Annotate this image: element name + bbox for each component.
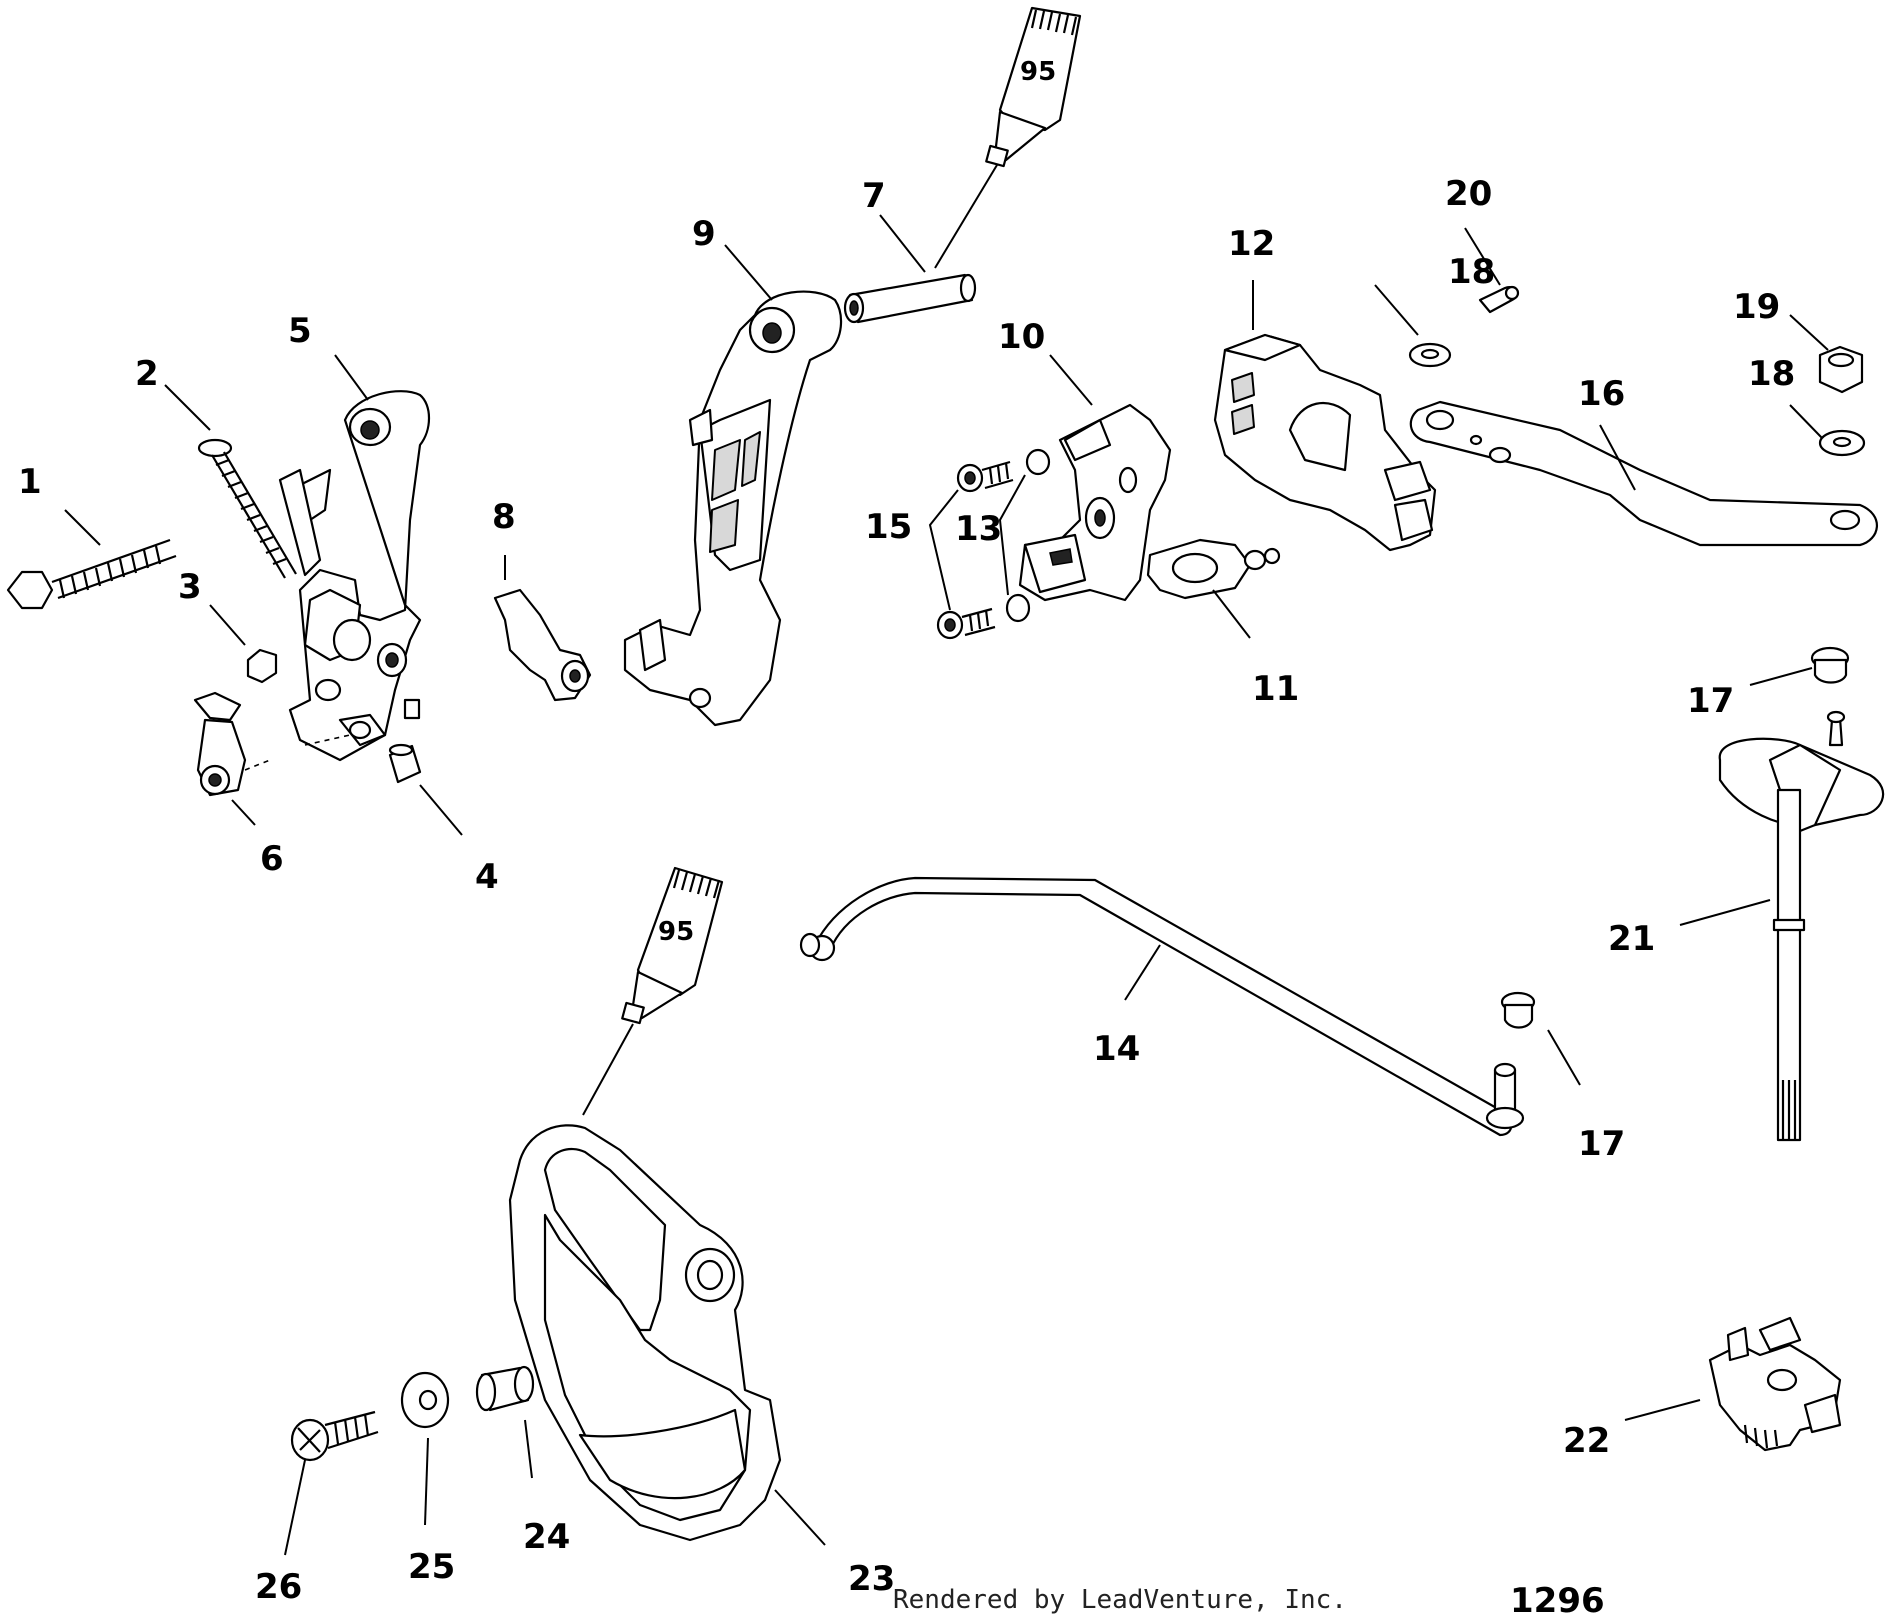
part-22-component[interactable] [1708,1316,1842,1452]
label-18-washer: 18 [1748,354,1795,394]
part-17-bushing-upper[interactable] [1810,646,1850,684]
diagram-code: 1296 [1510,1581,1605,1619]
part-11-seal[interactable] [1146,538,1281,600]
label-4: 4 [475,857,499,897]
part-12-housing[interactable] [1213,333,1437,552]
label-2: 2 [135,354,159,394]
label-16: 16 [1578,374,1625,414]
part-21-shaft[interactable] [1718,710,1885,1142]
part-14-rod[interactable] [799,876,1525,1137]
label-11: 11 [1252,669,1299,709]
part-1-bolt[interactable] [6,538,177,610]
part-8-clip[interactable] [493,555,592,702]
part-13-bushing-lower[interactable] [1005,593,1031,623]
part-20-cotter-pin[interactable] [1478,285,1520,314]
tube-label-bottom: 95 [658,917,694,947]
grease-tube-bottom: 95 [621,866,724,1025]
label-25: 25 [408,1547,455,1587]
part-15-screw-lower[interactable] [936,607,996,640]
part-7-pin[interactable] [843,273,977,324]
part-24-sleeve[interactable] [475,1365,535,1412]
part-26-screw[interactable] [290,1410,379,1462]
part-17-bushing-lower[interactable] [1500,991,1536,1029]
tube-label-top: 95 [1020,57,1056,87]
label-26: 26 [255,1567,302,1607]
part-6-clip[interactable] [193,691,271,797]
part-23-cover[interactable] [508,1124,782,1542]
label-19: 19 [1733,287,1780,327]
label-3: 3 [178,567,202,607]
part-2-screw[interactable] [197,438,297,579]
part-3-nut[interactable] [246,648,278,684]
label-12: 12 [1228,224,1275,264]
part-5-bracket[interactable] [278,390,431,762]
label-8: 8 [492,497,516,537]
credit-text: Rendered by LeadVenture, Inc. [893,1585,1347,1615]
label-17-lower: 17 [1578,1124,1625,1164]
washer-upper[interactable] [1408,342,1452,368]
label-14: 14 [1093,1029,1140,1069]
label-7: 7 [862,176,886,216]
label-5: 5 [288,311,312,351]
part-labels: 1 2 3 4 5 6 7 8 9 10 11 12 13 15 16 17 1… [18,174,1795,1607]
label-1: 1 [18,462,42,502]
label-15: 15 [865,507,912,547]
label-22: 22 [1563,1421,1610,1461]
part-19-nut[interactable] [1818,345,1864,394]
label-9: 9 [692,214,716,254]
part-25-washer[interactable] [400,1371,450,1429]
part-13-bushing-upper[interactable] [1025,448,1051,476]
label-18-pin: 18 [1448,252,1495,292]
part-4-sleeve[interactable] [388,743,422,784]
part-15-screw-upper[interactable] [956,460,1014,493]
label-20: 20 [1445,174,1492,214]
label-17-upper: 17 [1687,681,1734,721]
label-24: 24 [523,1517,570,1557]
part-18-washer[interactable] [1818,429,1866,457]
label-23: 23 [848,1559,895,1599]
part-10-body[interactable] [1018,403,1172,602]
label-6: 6 [260,839,284,879]
label-13: 13 [955,509,1002,549]
part-9-arm[interactable] [623,290,843,727]
part-16-link-arm[interactable] [1409,400,1878,547]
grease-tube-top: 95 [985,6,1082,168]
label-21: 21 [1608,919,1655,959]
label-10: 10 [998,317,1045,357]
